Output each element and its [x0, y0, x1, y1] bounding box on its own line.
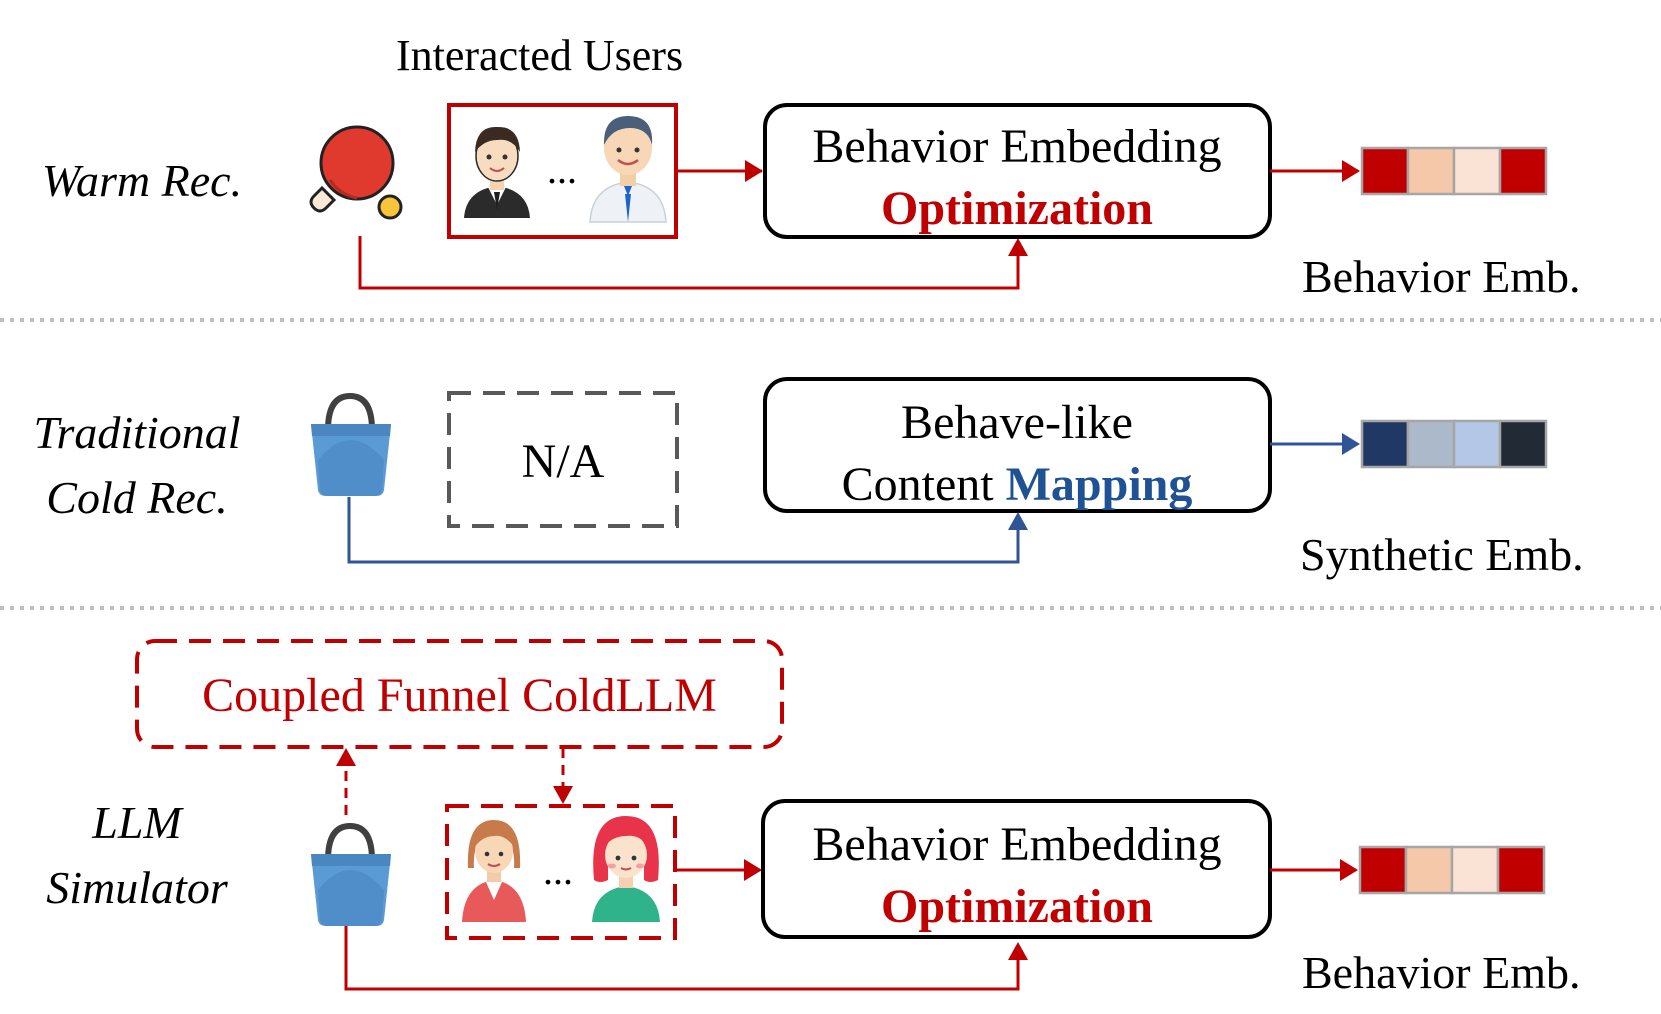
item-to-optimization-path: [344, 926, 1020, 991]
behave-like-text: Behave-like: [901, 396, 1133, 449]
behavior-emb-label: Behavior Emb.: [1302, 251, 1581, 302]
ping-pong-paddle-icon: [309, 125, 403, 220]
behavior-embedding-text: Behavior Embedding: [812, 120, 1222, 173]
interacted-users-box: [447, 103, 678, 239]
content-prefix-text: Content: [841, 458, 1006, 511]
content-mapping-text: Content Mapping: [767, 454, 1267, 515]
embedding-cell: [1452, 146, 1502, 196]
embedding-cell: [1452, 419, 1502, 469]
warm-rec-label: Warm Rec.: [41, 155, 243, 206]
optimization-text: Optimization: [881, 182, 1153, 235]
behavior-embedding-vector: [1360, 146, 1548, 196]
shopping-bag-icon: [311, 822, 391, 926]
behavior-embedding-text: Behavior Embedding: [812, 818, 1222, 871]
item-to-optimization-path: [358, 236, 1020, 290]
llm-label-line2: Simulator: [46, 862, 228, 914]
traditional-label-line1: Traditional: [33, 407, 241, 458]
na-text: N/A: [521, 435, 605, 488]
female-user-icon: [462, 820, 526, 922]
users-ellipsis: ...: [547, 147, 577, 192]
embedding-cell: [1450, 845, 1500, 895]
embedding-cell: [1406, 146, 1456, 196]
content-to-mapping-path: [347, 497, 1020, 564]
llm-simulator-label: LLM Simulator: [12, 790, 262, 921]
embedding-cell: [1404, 845, 1454, 895]
embedding-cell: [1406, 419, 1456, 469]
embedding-cell: [1496, 845, 1546, 895]
traditional-label-line2: Cold Rec.: [46, 472, 228, 524]
no-interactions-box: [447, 391, 679, 528]
female-user-red-hair-icon: [592, 816, 660, 922]
interacted-users-caption: Interacted Users: [396, 31, 684, 80]
shopping-bag-icon: [311, 392, 391, 496]
male-user-shirt-icon: [589, 116, 667, 223]
male-user-suit-icon: [464, 126, 530, 218]
coupled-funnel-coldllm-text: Coupled Funnel ColdLLM: [202, 669, 717, 722]
simulated-users-box: [445, 804, 677, 940]
embedding-cell: [1358, 845, 1408, 895]
coupled-funnel-coldllm-box: [135, 639, 784, 749]
llm-label-line1: LLM: [92, 797, 182, 848]
embedding-cell: [1360, 146, 1410, 196]
mapping-text: Mapping: [1005, 458, 1193, 511]
behavior-embedding-vector: [1358, 845, 1546, 895]
synthetic-embedding-vector: [1360, 419, 1548, 469]
behavior-emb-label: Behavior Emb.: [1302, 947, 1581, 998]
synthetic-emb-label: Synthetic Emb.: [1300, 529, 1584, 580]
simulated-users-ellipsis: ...: [543, 848, 573, 893]
embedding-cell: [1498, 419, 1548, 469]
optimization-text: Optimization: [881, 880, 1153, 933]
embedding-cell: [1498, 146, 1548, 196]
traditional-cold-rec-label: Traditional Cold Rec.: [12, 400, 262, 531]
embedding-cell: [1360, 419, 1410, 469]
